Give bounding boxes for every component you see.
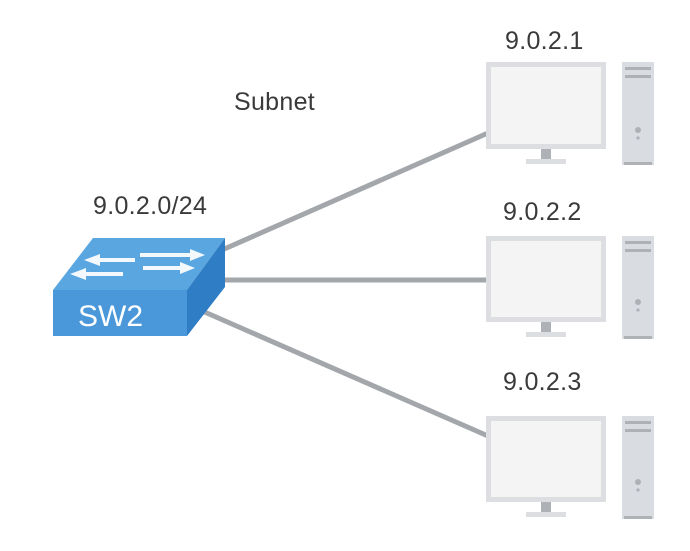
host-1-ip-label: 9.0.2.1 xyxy=(505,27,584,55)
host-2-ip-label: 9.0.2.2 xyxy=(503,198,582,226)
desktop-computer-icon xyxy=(486,62,654,165)
subnet-address-label: 9.0.2.0/24 xyxy=(93,192,208,220)
link-sw2-host-3 xyxy=(198,307,490,439)
desktop-computer-icon xyxy=(486,236,654,339)
host-3-ip-label: 9.0.2.3 xyxy=(503,368,582,396)
desktop-computer-icon xyxy=(486,416,654,519)
link-sw2-host-1 xyxy=(220,130,490,253)
network-switch-icon: SW2 xyxy=(53,238,225,336)
switch-name-label: SW2 xyxy=(78,300,143,333)
subnet-label: Subnet xyxy=(234,88,316,116)
